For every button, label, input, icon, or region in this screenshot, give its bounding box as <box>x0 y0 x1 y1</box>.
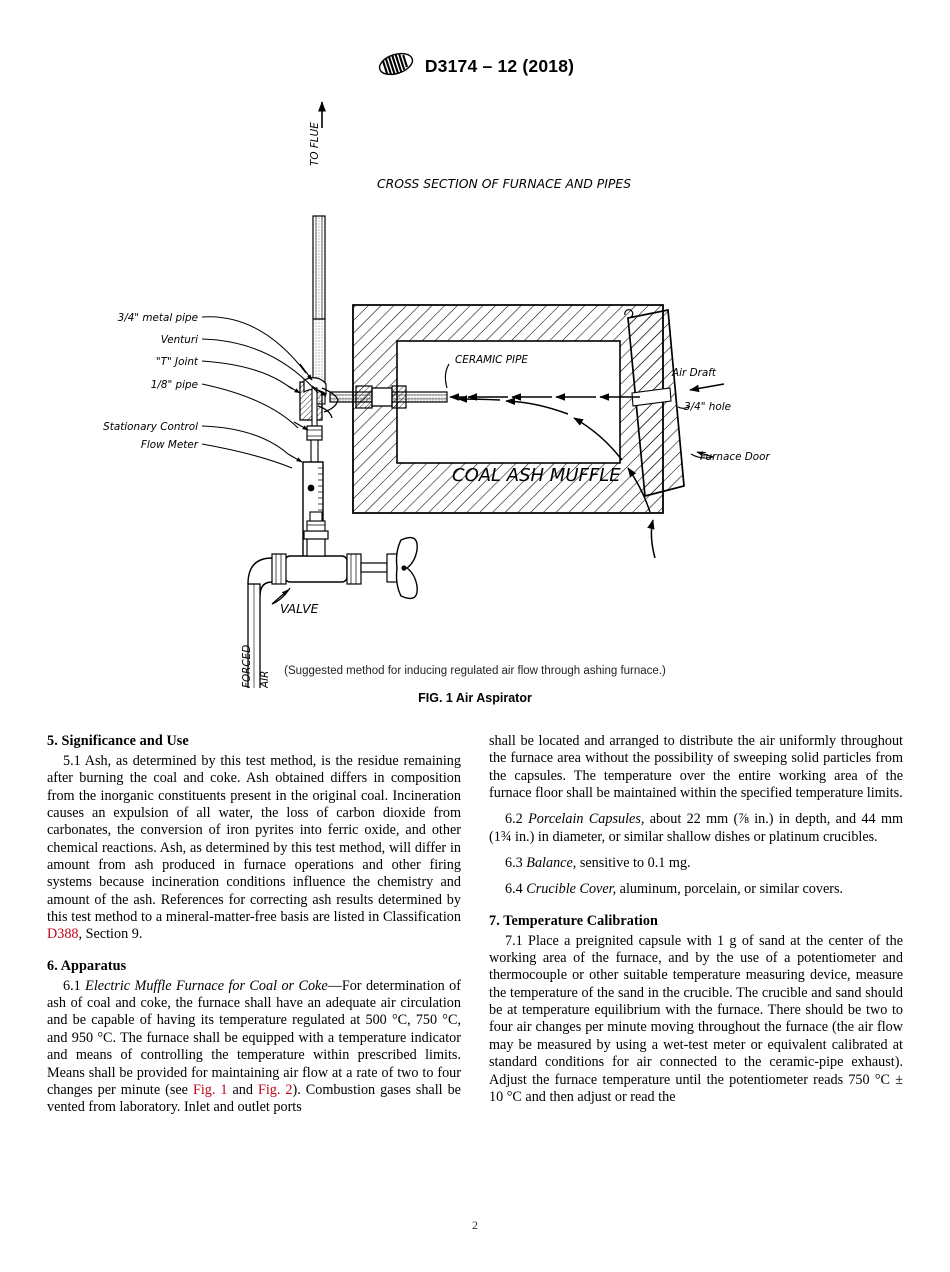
figure-caption: FIG. 1 Air Aspirator <box>418 691 532 705</box>
paragraph-6-4-text: aluminum, porcelain, or similar covers. <box>616 881 844 898</box>
link-fig-1[interactable]: Fig. 1 <box>192 1081 228 1098</box>
paragraph-6-1: 6.1 Electric Muffle Furnace for Coal or … <box>47 978 461 1117</box>
label-ceramic-pipe: CERAMIC PIPE <box>455 354 528 366</box>
standard-designation: D3174 – 12 (2018) <box>424 56 575 76</box>
paragraph-6-1-italic: Electric Muffle Furnace for Coal or Coke <box>85 977 328 994</box>
paragraph-6-4-num: 6.4 <box>505 881 527 898</box>
label-venturi: Venturi <box>161 334 198 346</box>
paragraph-6-1-text: —For determination of ash of coal and co… <box>47 977 461 1098</box>
paragraph-6-4-italic: Crucible Cover, <box>526 881 617 898</box>
body-columns: 5. Significance and Use 5.1 Ash, as dete… <box>47 733 903 1203</box>
label-coal-ash-muffle: COAL ASH MUFFLE <box>452 465 621 486</box>
heading-section-5: 5. Significance and Use <box>47 733 189 749</box>
paragraph-6-1-num: 6.1 <box>63 977 86 994</box>
column-right: shall be located and arranged to distrib… <box>489 733 903 1107</box>
page-header: D3174 – 12 (2018) <box>0 52 950 81</box>
figure-1-air-aspirator: TO FLUE <box>0 88 950 688</box>
paragraph-6-3-italic: Balance, <box>526 855 577 872</box>
paragraph-6-3-num: 6.3 <box>505 855 527 872</box>
paragraph-6-1-tail-left: ). Combustion gases shall be vented from… <box>47 1081 461 1116</box>
heading-section-6: 6. Apparatus <box>47 957 127 974</box>
label-air-draft: Air Draft <box>671 367 717 379</box>
column-left: 5. Significance and Use 5.1 Ash, as dete… <box>47 733 461 1118</box>
label-furnace-door: Furnace Door <box>700 451 770 463</box>
paragraph-6-1-continued: shall be located and arranged to distrib… <box>489 733 903 802</box>
figure-note: (Suggested method for inducing regulated… <box>284 665 666 677</box>
paragraph-6-3: 6.3 Balance, sensitive to 0.1 mg. <box>489 855 903 872</box>
paragraph-6-1-mid: and <box>227 1081 258 1098</box>
page-number: 2 <box>472 1218 478 1232</box>
heading-section-7: 7. Temperature Calibration <box>489 912 659 929</box>
paragraph-6-3-text: sensitive to 0.1 mg. <box>576 855 691 872</box>
figure-title: CROSS SECTION OF FURNACE AND PIPES <box>377 176 631 191</box>
paragraph-5-1-tail: , Section 9. <box>78 926 143 943</box>
paragraph-5-1-text: 5.1 Ash, as determined by this test meth… <box>47 753 461 926</box>
label-air: AIR <box>259 671 271 688</box>
label-metal-pipe: 3/4" metal pipe <box>118 312 198 324</box>
paragraph-6-2-num: 6.2 <box>505 811 529 828</box>
paragraph-6-2-text: about 22 mm (⅞ in.) in depth, and 44 mm … <box>489 811 904 845</box>
paragraph-7-1: 7.1 Place a preignited capsule with 1 g … <box>489 932 903 1105</box>
paragraph-6-2: 6.2 Porcelain Capsules, about 22 mm (⅞ i… <box>489 811 903 846</box>
label-to-flue: TO FLUE <box>309 122 321 166</box>
label-valve: VALVE <box>280 601 319 616</box>
label-flow-meter: Flow Meter <box>141 439 199 451</box>
paragraph-5-1: 5.1 Ash, as determined by this test meth… <box>47 753 461 944</box>
paragraph-6-4: 6.4 Crucible Cover, aluminum, porcelain,… <box>489 881 903 898</box>
label-t-joint: "T" Joint <box>156 356 199 368</box>
link-fig-2[interactable]: Fig. 2 <box>257 1081 293 1098</box>
label-eighth-pipe: 1/8" pipe <box>151 379 198 391</box>
astm-logo-icon <box>376 52 416 81</box>
label-stationary-control: Stationary Control <box>103 421 198 433</box>
link-d388[interactable]: D388 <box>47 926 79 943</box>
label-hole: 3/4" hole <box>684 401 731 413</box>
paragraph-6-2-italic: Porcelain Capsules, <box>528 811 645 828</box>
label-forced: FORCED <box>241 645 253 688</box>
